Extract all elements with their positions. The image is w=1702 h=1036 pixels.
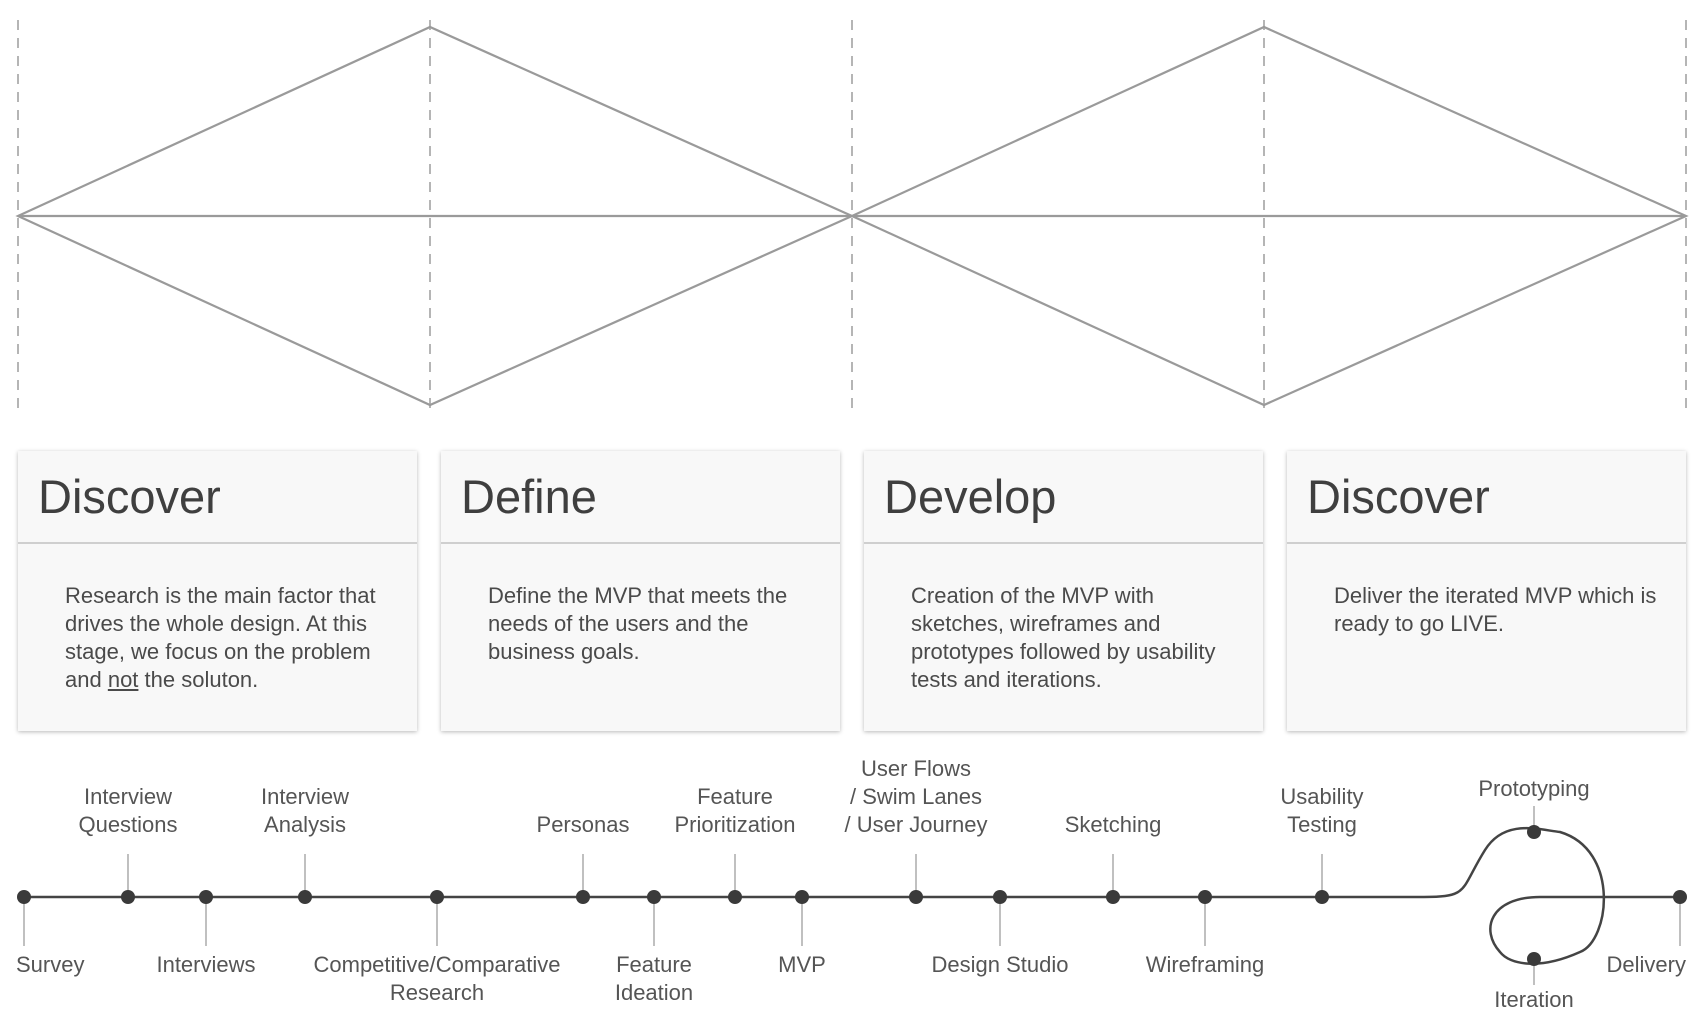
- timeline-label-line: Design Studio: [932, 952, 1069, 977]
- timeline-label-line: Testing: [1287, 812, 1357, 837]
- timeline-label-line: Interview: [261, 784, 349, 809]
- timeline-node: [430, 890, 444, 904]
- double-diamond-diagram: [15, 20, 1689, 412]
- card-description: Research is the main factor that drives …: [18, 544, 417, 694]
- timeline-label-line: Interviews: [156, 952, 255, 977]
- timeline-label-line: Wireframing: [1146, 952, 1265, 977]
- card-text: Deliver the iterated MVP which is ready …: [1334, 583, 1657, 636]
- timeline-label: Interviews: [156, 952, 255, 977]
- card-title: Define: [461, 470, 597, 523]
- timeline-label-line: Research: [390, 980, 484, 1005]
- timeline-label-line: Personas: [537, 812, 630, 837]
- timeline-node: [576, 890, 590, 904]
- phase-card-define: Define Define the MVP that meets the nee…: [441, 451, 840, 731]
- timeline-node: [1315, 890, 1329, 904]
- timeline-node: [1527, 825, 1541, 839]
- timeline-label: Wireframing: [1146, 952, 1265, 977]
- card-text-emphasis: not: [107, 667, 139, 692]
- card-title: Discover: [1307, 470, 1490, 523]
- timeline-label: User Flows / Swim Lanes / User Journey: [844, 756, 987, 837]
- card-description: Define the MVP that meets the needs of t…: [441, 544, 840, 666]
- card-text-end: the soluton.: [138, 667, 259, 692]
- timeline-label: MVP: [778, 952, 826, 977]
- card-header: Develop: [864, 451, 1263, 544]
- timeline-label-line: Iteration: [1494, 987, 1574, 1012]
- timeline-label-line: Feature: [616, 952, 692, 977]
- timeline-label-line: Prototyping: [1478, 776, 1589, 801]
- timeline-node: [1673, 890, 1687, 904]
- timeline-node: [993, 890, 1007, 904]
- timeline-label-line: Feature: [697, 784, 773, 809]
- timeline-label-line: Sketching: [1065, 812, 1162, 837]
- timeline-node: [1106, 890, 1120, 904]
- timeline-label-line: / Swim Lanes: [850, 784, 982, 809]
- timeline-label-line: Questions: [78, 812, 177, 837]
- card-title: Discover: [38, 470, 221, 523]
- timeline-label-line: Usability: [1280, 784, 1363, 809]
- timeline-label-line: Delivery: [1607, 952, 1686, 977]
- timeline-node: [795, 890, 809, 904]
- phase-card-develop: Develop Creation of the MVP with sketche…: [864, 451, 1263, 731]
- timeline-label: Personas: [537, 812, 630, 837]
- card-description: Deliver the iterated MVP which is ready …: [1287, 544, 1686, 638]
- timeline-node: [298, 890, 312, 904]
- card-header: Define: [441, 451, 840, 544]
- timeline-label-line: Interview: [84, 784, 172, 809]
- timeline-node: [1198, 890, 1212, 904]
- card-text: Creation of the MVP with sketches, wiref…: [911, 583, 1216, 692]
- card-description: Creation of the MVP with sketches, wiref…: [864, 544, 1263, 694]
- timeline-line: [24, 827, 1680, 965]
- timeline-label-line: / User Journey: [844, 812, 987, 837]
- timeline-node: [17, 890, 31, 904]
- card-title: Develop: [884, 470, 1057, 523]
- phase-card-deliver: Discover Deliver the iterated MVP which …: [1287, 451, 1686, 731]
- card-text: Research is the main factor that drives …: [65, 583, 376, 692]
- timeline-label-line: Competitive/Comparative: [314, 952, 561, 977]
- timeline-label-line: MVP: [778, 952, 826, 977]
- card-header: Discover: [1287, 451, 1686, 544]
- timeline-node: [647, 890, 661, 904]
- timeline-node: [909, 890, 923, 904]
- timeline-node: [728, 890, 742, 904]
- timeline-label-line: Analysis: [264, 812, 346, 837]
- timeline-label-line: Prioritization: [674, 812, 795, 837]
- timeline-label-line: Survey: [16, 952, 84, 977]
- timeline-node: [199, 890, 213, 904]
- timeline-label: Iteration: [1494, 987, 1574, 1012]
- timeline-node: [1527, 952, 1541, 966]
- timeline-label: Survey: [16, 952, 84, 977]
- timeline-label: Design Studio: [932, 952, 1069, 977]
- phase-card-discover: Discover Research is the main factor tha…: [18, 451, 417, 731]
- card-text: Define the MVP that meets the needs of t…: [488, 583, 788, 664]
- timeline-node: [121, 890, 135, 904]
- timeline-label: Prototyping: [1478, 776, 1589, 801]
- timeline-label: Sketching: [1065, 812, 1162, 837]
- card-header: Discover: [18, 451, 417, 544]
- timeline-label-line: User Flows: [861, 756, 971, 781]
- timeline-label: Delivery: [1607, 952, 1686, 977]
- timeline-label-line: Ideation: [615, 980, 693, 1005]
